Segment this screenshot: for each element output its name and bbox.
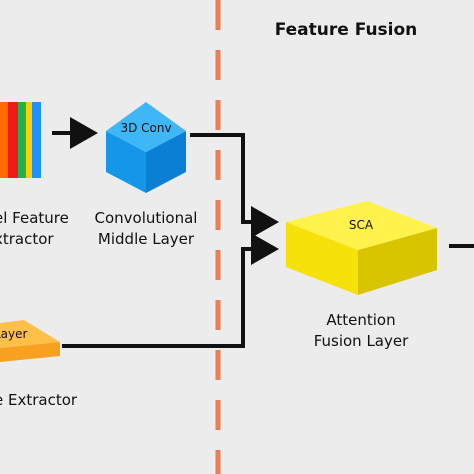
conv-box-text: 3D Conv [120, 121, 171, 135]
stripe-orange [0, 102, 8, 178]
sca-top-face [286, 201, 437, 250]
point-extractor-label: e Extractor [0, 390, 94, 411]
sca-box: SCA [286, 201, 437, 295]
conv-middle-label: Convolutional Middle Layer [88, 208, 204, 250]
voxel-extractor-label: el Feature xtractor [0, 208, 74, 250]
stripe-blue [32, 102, 41, 178]
stripe-green [18, 102, 26, 178]
arrow-conv-to-sca [190, 133, 279, 238]
arrow-point-to-sca [62, 233, 279, 348]
voxel-extractor-line2: xtractor [0, 230, 54, 248]
orange-slab-front [0, 342, 60, 362]
conv-cube-left-face [106, 131, 146, 193]
attention-fusion-label: Attention Fusion Layer [301, 310, 421, 352]
stripe-yellow [26, 102, 32, 178]
sca-side-face [358, 228, 437, 295]
voxel-feature-stripes [0, 102, 41, 178]
voxel-extractor-line1: el Feature [0, 209, 69, 227]
attention-fusion-line1: Attention [326, 311, 396, 329]
conv-cube-top-face [106, 102, 186, 152]
stripe-red [8, 102, 18, 178]
point-extractor-line1: e Extractor [0, 391, 78, 409]
conv-middle-line2: Middle Layer [97, 230, 195, 248]
conv-cube-right-face [146, 131, 186, 193]
sca-box-text: SCA [349, 218, 374, 232]
conv-middle-line1: Convolutional [94, 209, 198, 227]
orange-layer-slab: Layer [0, 320, 60, 362]
sca-front-face [286, 222, 358, 295]
orange-slab-top [0, 320, 60, 348]
attention-fusion-line2: Fusion Layer [313, 332, 409, 350]
orange-box-text: Layer [0, 327, 28, 341]
section-title: Feature Fusion [274, 20, 418, 40]
conv-3d-cube: 3D Conv [106, 102, 186, 193]
